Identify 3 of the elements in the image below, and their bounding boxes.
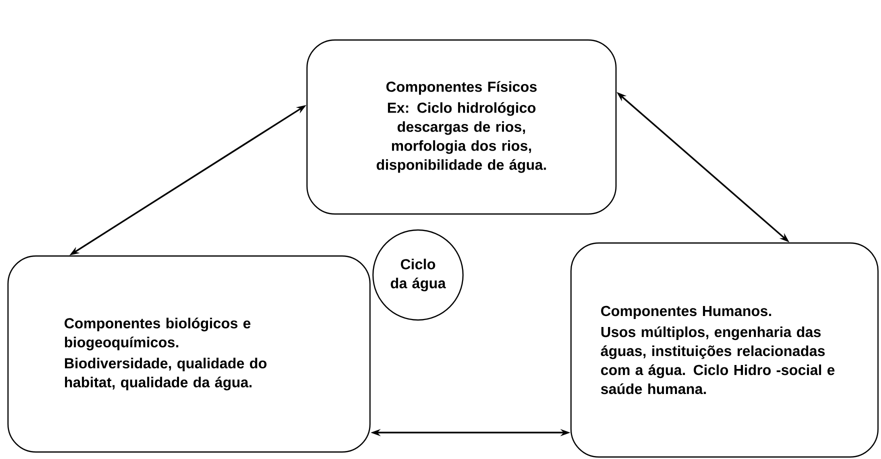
component-box: Componentes Humanos. Usos múltiplos, engenharia das águas, instituições relacionadas com a água. Ciclo Hidro -social e saúde humana. [570, 242, 879, 458]
component-box: Componentes Físicos Ex: Ciclo hidrológico descargas de rios, morfologia dos rios, disponibilidade de água. [306, 39, 617, 215]
component-box: Componentes biológicos e biogeoquímicos. Biodiversidade, qualidade do habitat, qualidade da água. [7, 255, 371, 453]
